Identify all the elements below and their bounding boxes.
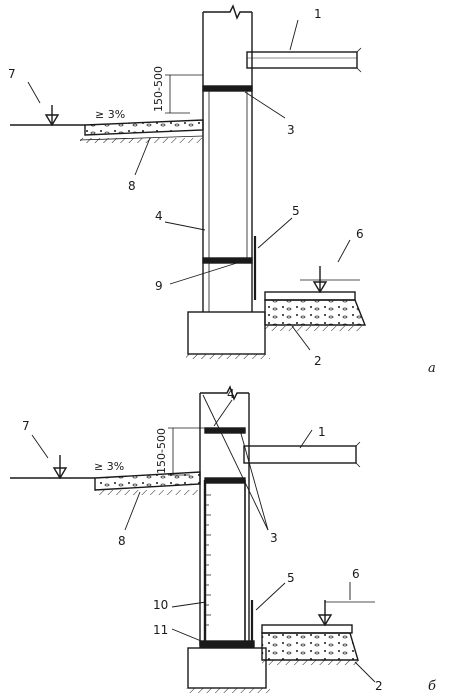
footing-b [187, 647, 267, 689]
label-2-a: 2 [314, 354, 322, 368]
floor-prep-b [261, 624, 353, 634]
dimension-label-a: 150-500 [152, 66, 165, 112]
label-8-a: 8 [128, 179, 136, 193]
footing-a [187, 311, 266, 355]
label-11-b: 11 [153, 623, 168, 637]
waterproof-layer-upper-b [204, 427, 246, 434]
slope-label-a: ≥ 3% [95, 108, 125, 121]
label-5-a: 5 [292, 204, 300, 218]
label-4-a: 4 [155, 209, 163, 223]
label-4-b: 4 [227, 387, 235, 401]
label-1-a: 1 [314, 7, 322, 21]
dimension-label-b: 150-500 [155, 428, 168, 474]
label-6-b: 6 [352, 567, 360, 581]
diagram-b [10, 385, 376, 693]
waterproof-layer-lower-a [202, 257, 253, 264]
label-10-b: 10 [153, 598, 168, 612]
label-1-b: 1 [318, 425, 326, 439]
diagram-a [10, 4, 367, 359]
blind-area-a [84, 119, 204, 136]
waterproof-layer-lower-b [204, 477, 246, 484]
floor-slab-b [243, 445, 357, 464]
label-7-b: 7 [22, 419, 30, 433]
wall-b [199, 385, 250, 645]
label-7-a: 7 [8, 67, 16, 81]
waterproof-layer-bottom-b [199, 640, 255, 648]
insulation-ticks-b [205, 494, 211, 626]
blind-area-b [94, 471, 201, 491]
waterproof-layer-upper-a [202, 85, 253, 92]
floor-prep-a [264, 291, 356, 301]
label-5-b: 5 [287, 571, 295, 585]
label-6-a: 6 [356, 227, 364, 241]
label-3-a: 3 [287, 123, 295, 137]
label-3-b: 3 [270, 531, 278, 545]
slope-label-b: ≥ 3% [94, 460, 124, 473]
label-2-b: 2 [375, 679, 383, 693]
caption-b: б [428, 679, 436, 694]
caption-a: а [428, 361, 436, 376]
label-9-a: 9 [155, 279, 163, 293]
label-8-b: 8 [118, 534, 126, 548]
floor-slab-a [246, 51, 358, 69]
